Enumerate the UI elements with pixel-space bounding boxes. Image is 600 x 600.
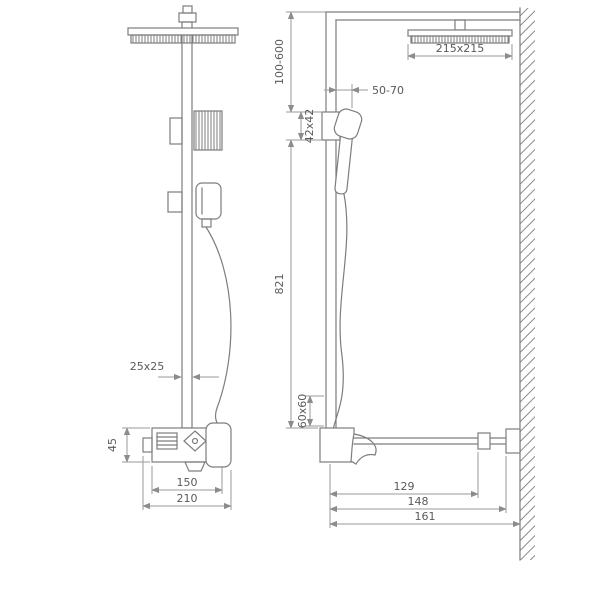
front-mixer-spout bbox=[184, 461, 206, 472]
side-head-stem bbox=[454, 19, 466, 31]
front-view-dimensions: 25x25 45 150 210 bbox=[106, 360, 232, 510]
front-mixer-handle bbox=[205, 422, 232, 468]
side-mixer-handle bbox=[350, 433, 377, 465]
front-view bbox=[127, 5, 239, 472]
dim-overall-depth-label: 161 bbox=[415, 510, 436, 523]
dim-body-width-label: 150 bbox=[177, 476, 198, 489]
front-diverter-knob bbox=[193, 110, 223, 151]
front-hose-connector bbox=[201, 218, 212, 228]
front-finial-cap bbox=[182, 5, 193, 14]
front-cradle-bracket bbox=[167, 191, 183, 213]
dim-handle-offset-label: 50-70 bbox=[372, 84, 404, 97]
side-union-nut bbox=[477, 432, 491, 450]
side-shower-head-plate bbox=[407, 29, 513, 37]
front-shower-head-spray-face bbox=[130, 34, 236, 44]
dim-body-height-label: 45 bbox=[106, 438, 119, 452]
front-mixer-diverter-dial bbox=[183, 430, 207, 452]
side-hand-shower-head bbox=[333, 108, 363, 140]
front-mixer-dial-center bbox=[191, 437, 199, 445]
side-mixer-body bbox=[319, 427, 355, 463]
front-shower-head-plate bbox=[127, 27, 239, 36]
dim-overall-width-label: 210 bbox=[177, 492, 198, 505]
dim-depth-to-spout-label: 148 bbox=[408, 495, 429, 508]
side-hose bbox=[332, 193, 348, 431]
dim-adjustable-height-label: 100-600 bbox=[273, 39, 286, 85]
front-hand-shower bbox=[195, 182, 222, 220]
side-wall-escutcheon bbox=[505, 428, 521, 454]
dim-pipe-section-label: 25x25 bbox=[130, 360, 165, 373]
front-slider-bracket bbox=[169, 117, 183, 145]
side-wall-hatching bbox=[520, 8, 535, 560]
dim-depth-to-handle-label: 129 bbox=[394, 480, 415, 493]
side-view bbox=[319, 7, 535, 561]
front-mixer-outlet-left bbox=[142, 437, 153, 453]
dim-slider-section-label: 42x42 bbox=[303, 109, 316, 144]
dim-riser-height-label: 821 bbox=[273, 274, 286, 295]
front-riser-pipe bbox=[181, 21, 193, 429]
front-mixer-inlay-lines bbox=[156, 436, 178, 446]
side-view-dimensions: 215x215 100-600 42x42 50-70 821 60x60 12… bbox=[273, 11, 521, 528]
side-shower-head-spray-face bbox=[410, 35, 510, 44]
dim-head-size-label: 215x215 bbox=[436, 42, 485, 55]
dim-escutcheon-size-label: 60x60 bbox=[296, 394, 309, 429]
front-finial bbox=[178, 12, 197, 23]
